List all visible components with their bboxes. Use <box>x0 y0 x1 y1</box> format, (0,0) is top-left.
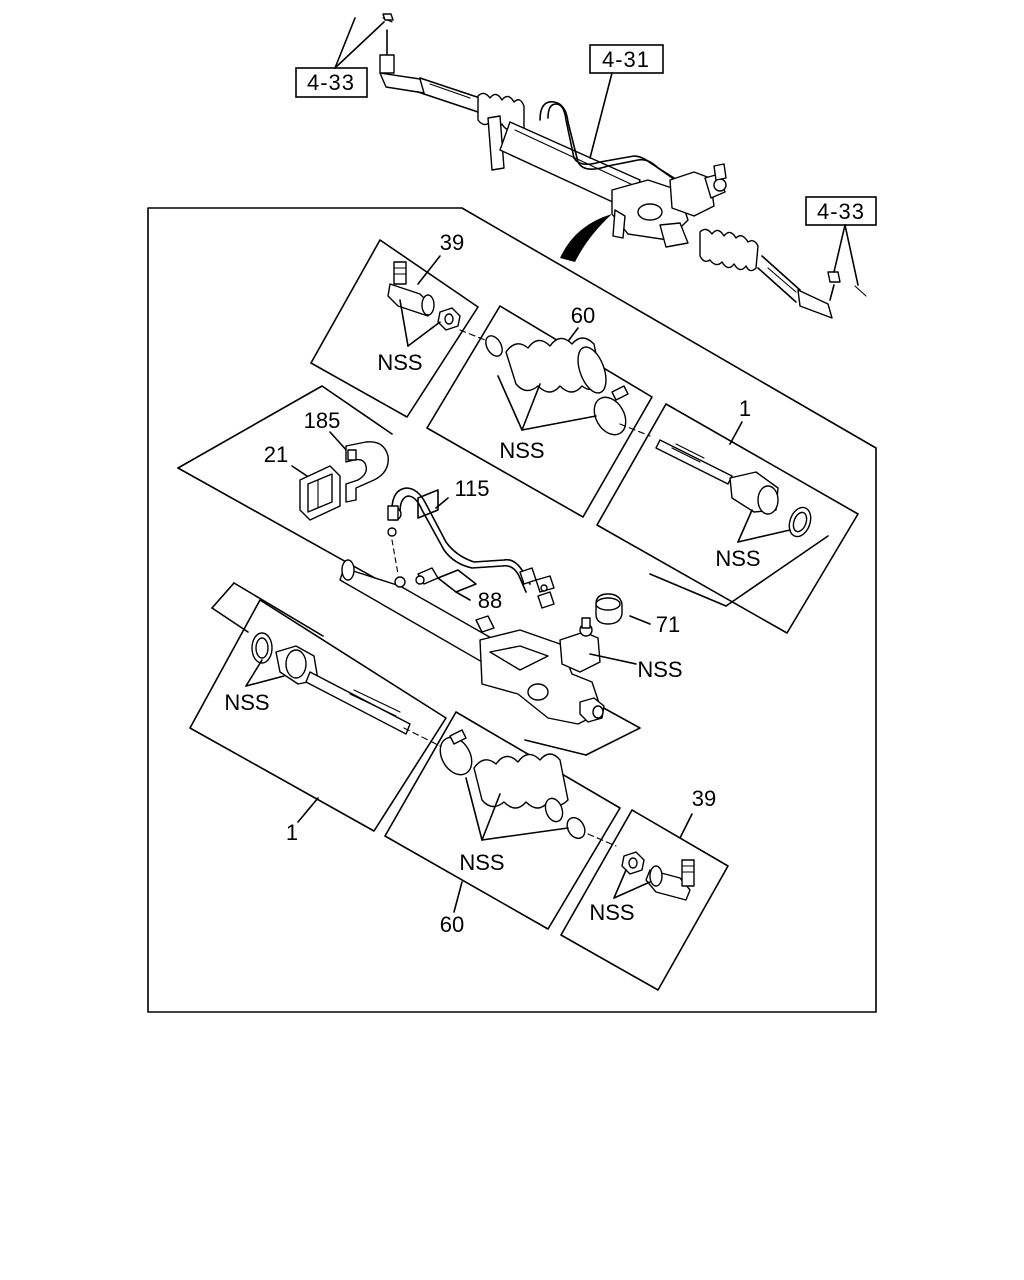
ref-4-33-right-label: 4-33 <box>817 199 865 224</box>
part-39-bottom-label: 39 <box>692 786 716 811</box>
group-1-right: 1 NSS <box>596 396 859 634</box>
left-tie-rod-end <box>379 13 425 94</box>
ref-box-4-33-left: 4-33 <box>295 17 385 98</box>
group-39-bottom: 39 NSS <box>560 786 729 991</box>
nss-label-3: NSS <box>715 546 760 571</box>
nss-label-5: NSS <box>224 690 269 715</box>
detail-frame <box>147 207 877 1013</box>
nss-label-7: NSS <box>589 900 634 925</box>
detail-arrow <box>560 214 612 262</box>
part-1-left-label: 1 <box>286 820 298 845</box>
group-60-top: 60 NSS <box>426 303 653 518</box>
part-21-label: 21 <box>264 442 288 467</box>
ref-box-4-33-right: 4-33 <box>805 196 877 286</box>
part-71-label: 71 <box>656 612 680 637</box>
group-39-top: 39 NSS <box>310 230 479 418</box>
steering-rack-assembly-overview <box>379 13 867 319</box>
part-185-label: 185 <box>304 408 341 433</box>
group-rack-housing: 185 21 115 88 <box>177 385 683 756</box>
part-88-label: 88 <box>478 588 502 613</box>
ref-4-31-label: 4-31 <box>602 47 650 72</box>
group-1-left: NSS 1 <box>189 582 447 845</box>
part-39-top-label: 39 <box>440 230 464 255</box>
nss-label-2: NSS <box>499 438 544 463</box>
nss-label-1: NSS <box>377 350 422 375</box>
part-60-top-label: 60 <box>571 303 595 328</box>
group-60-bottom: NSS 60 <box>384 711 621 937</box>
part-1-right-label: 1 <box>739 396 751 421</box>
nss-label-4: NSS <box>637 657 682 682</box>
part-60-bottom-label: 60 <box>440 912 464 937</box>
part-115-label: 115 <box>454 476 489 501</box>
nss-label-6: NSS <box>459 850 504 875</box>
ref-box-4-31: 4-31 <box>589 44 664 159</box>
ref-4-33-left-label: 4-33 <box>307 70 355 95</box>
